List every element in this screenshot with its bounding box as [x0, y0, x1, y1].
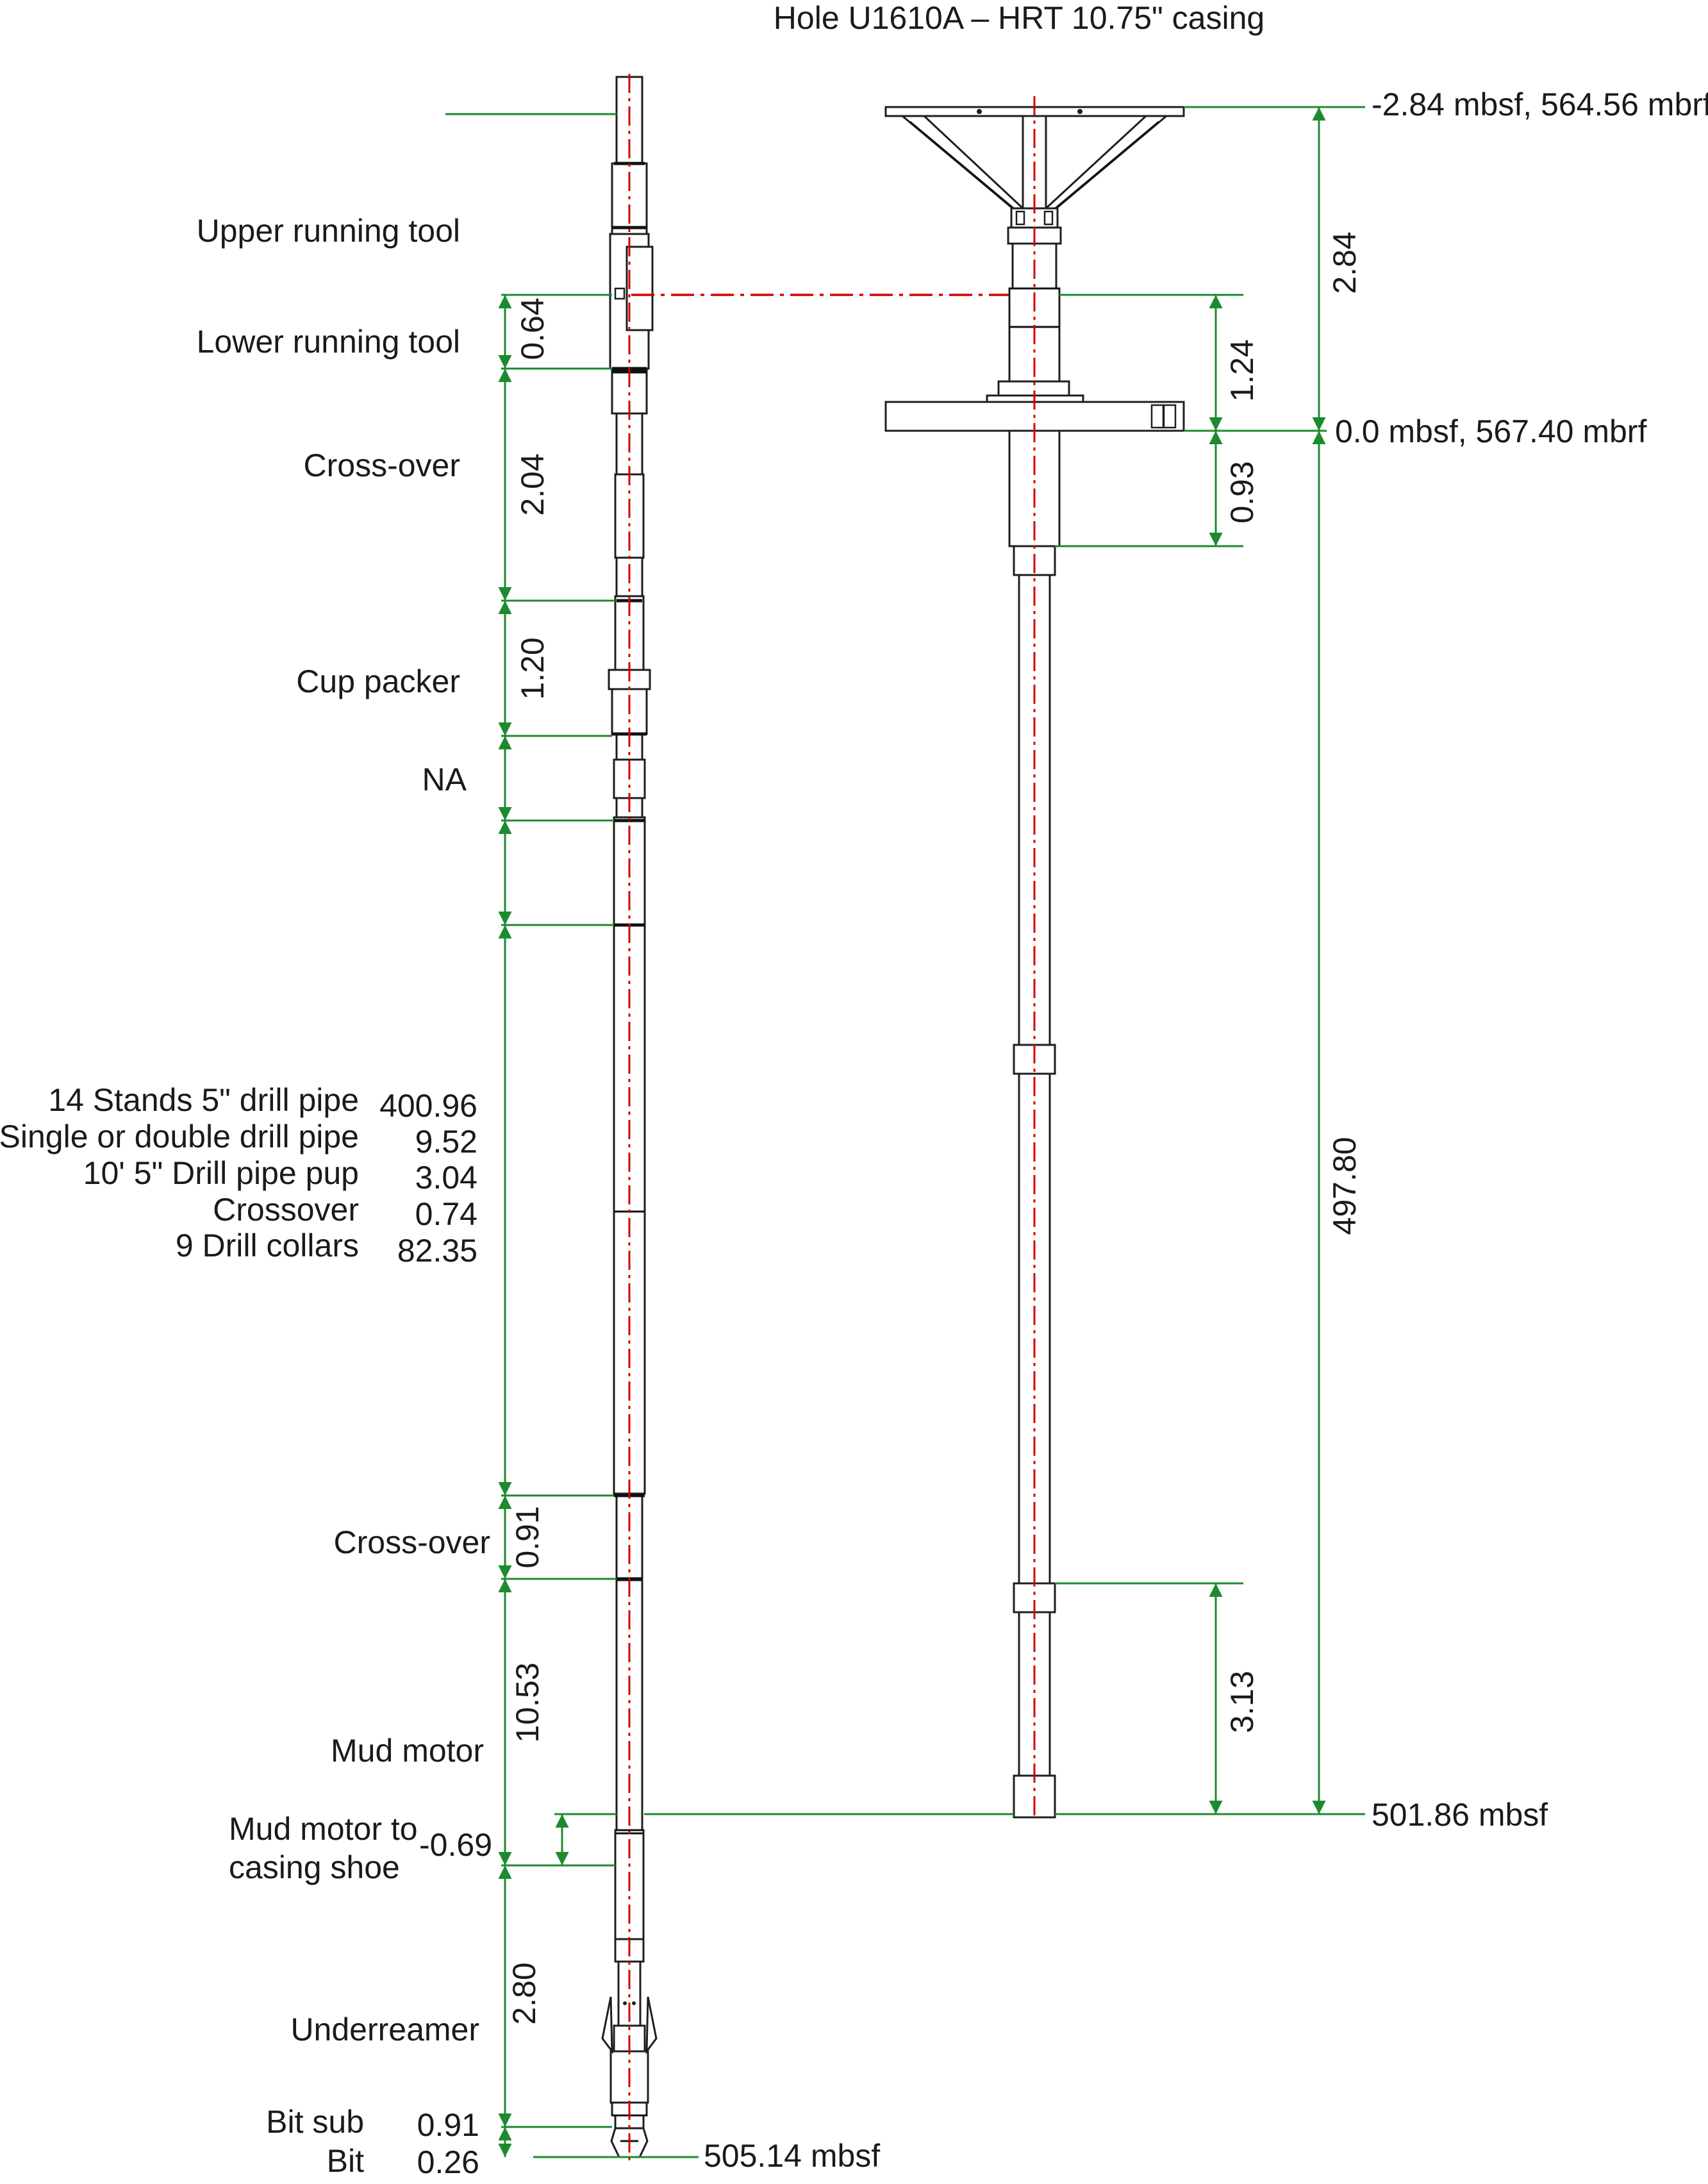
label-mud-motor-to-shoe-2: casing shoe [229, 1849, 400, 1885]
table-row-label: 9 Drill collars [176, 1228, 359, 1263]
diagram-title: Hole U1610A – HRT 10.75" casing [774, 0, 1264, 36]
table-row-label: Crossover [213, 1192, 359, 1228]
dim-shoe-joint: 3.13 [1224, 1671, 1260, 1733]
dim-hanger-to-seafloor: 2.84 [1327, 231, 1363, 294]
dim-cup-packer: 1.20 [515, 637, 551, 699]
label-bit-sub: Bit sub [266, 2104, 364, 2140]
label-mud-motor: Mud motor [331, 1733, 484, 1769]
table-row-label: 14 Stands 5" drill pipe [48, 1082, 359, 1118]
dim-total-casing: 497.80 [1327, 1137, 1363, 1235]
label-underreamer: Underreamer [290, 2012, 479, 2047]
table-row-value: 3.04 [415, 1160, 477, 1196]
dim-bit-sub: 0.91 [417, 2107, 479, 2143]
table-row-value: 9.52 [415, 1124, 477, 1160]
table-row-value: 82.35 [397, 1233, 477, 1269]
depth-seafloor: 0.0 mbsf, 567.40 mbrf [1335, 413, 1646, 449]
label-bit: Bit [327, 2143, 364, 2179]
depth-top: -2.84 mbsf, 564.56 mbrf [1372, 87, 1708, 122]
table-row-value: 400.96 [379, 1088, 477, 1124]
left-drill-string [601, 74, 658, 2160]
label-cup-packer: Cup packer [296, 663, 460, 699]
table-row-value: 0.74 [415, 1196, 477, 1232]
dim-cross-over-1: 2.04 [515, 453, 551, 515]
table-row-label: Single or double drill pipe [0, 1119, 359, 1155]
dim-bit: 0.26 [417, 2144, 479, 2180]
depth-casing-shoe: 501.86 mbsf [1372, 1797, 1548, 1833]
dim-underreamer: 2.80 [506, 1962, 542, 2024]
dimension-lines [445, 106, 1365, 2158]
label-na: NA [422, 762, 467, 797]
right-casing-assembly [884, 96, 1185, 1821]
drill-string-table: 14 Stands 5" drill pipe 400.96 Single or… [0, 1082, 477, 1269]
label-upper-running-tool: Upper running tool [197, 213, 460, 249]
table-row-label: 10' 5" Drill pipe pup [83, 1155, 359, 1191]
dim-plate-to-first-joint: 0.93 [1224, 461, 1260, 523]
dim-mud-motor: 10.53 [510, 1662, 545, 1742]
label-lower-running-tool: Lower running tool [197, 324, 460, 360]
dim-running-tool-to-plate: 1.24 [1224, 339, 1260, 401]
dim-lower-running-tool: 0.64 [515, 297, 551, 360]
label-cross-over-1: Cross-over [304, 447, 460, 483]
label-cross-over-2: Cross-over [334, 1524, 490, 1560]
depth-bit: 505.14 mbsf [704, 2138, 880, 2174]
label-mud-motor-to-shoe-1: Mud motor to [229, 1811, 418, 1847]
dim-mud-motor-to-shoe: -0.69 [419, 1827, 492, 1863]
dim-cross-over-2: 0.91 [510, 1506, 545, 1568]
